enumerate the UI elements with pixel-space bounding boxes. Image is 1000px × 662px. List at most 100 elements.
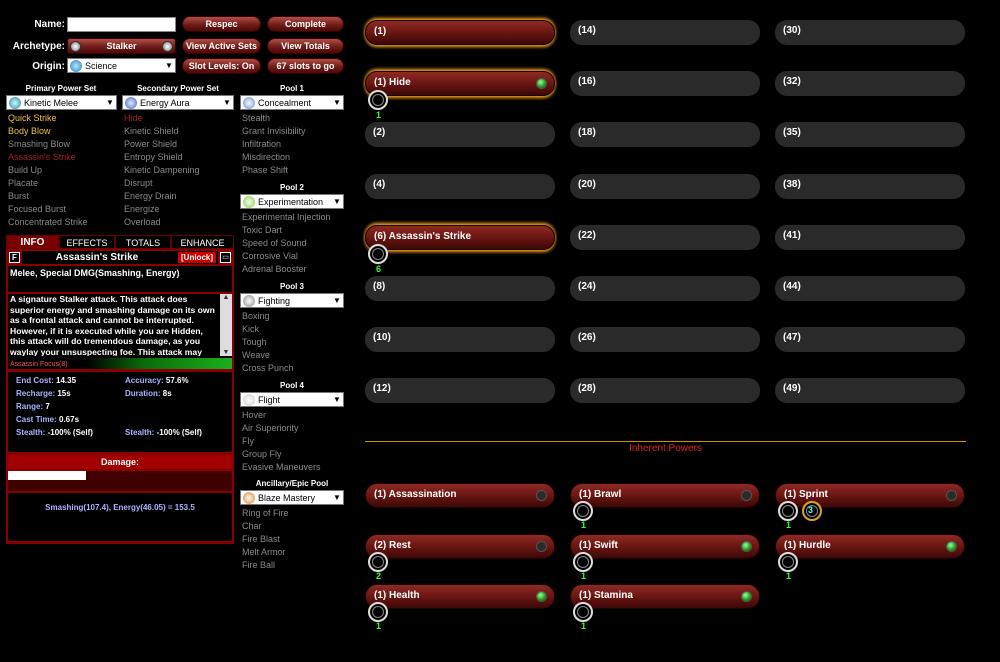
- pool-power-item[interactable]: Melt Armor: [242, 547, 286, 557]
- primary-set-select[interactable]: Kinetic Melee ▼: [6, 95, 117, 110]
- pool-power-item[interactable]: Tough: [242, 337, 267, 347]
- tab-info[interactable]: INFO: [6, 235, 59, 249]
- enhancement-slot-icon[interactable]: [368, 243, 388, 264]
- power-slot[interactable]: (41): [775, 224, 965, 250]
- power-slot[interactable]: (1) Hide: [365, 71, 555, 97]
- power-slot[interactable]: (30): [775, 20, 965, 45]
- power-slot[interactable]: (44): [775, 276, 965, 301]
- secondary-power-item[interactable]: Overload: [124, 217, 161, 227]
- inherent-power-slot[interactable]: (1) Hurdle: [775, 533, 965, 559]
- enhancement-slot-icon[interactable]: [573, 501, 593, 521]
- pool-power-item[interactable]: Speed of Sound: [242, 238, 307, 248]
- pool-power-item[interactable]: Misdirection: [242, 152, 291, 162]
- primary-power-item[interactable]: Concentrated Strike: [8, 217, 88, 227]
- pool-power-item[interactable]: Experimental Injection: [242, 212, 331, 222]
- slot-levels-button[interactable]: Slot Levels: On: [182, 58, 261, 74]
- name-input[interactable]: [67, 17, 176, 32]
- secondary-power-item[interactable]: Hide: [124, 113, 143, 123]
- pool-select[interactable]: Experimentation▼: [240, 194, 344, 209]
- scroll-down-icon[interactable]: ▼: [222, 349, 230, 356]
- power-slot[interactable]: (2): [365, 122, 555, 148]
- primary-power-item[interactable]: Body Blow: [8, 126, 51, 136]
- pool-power-item[interactable]: Corrosive Vial: [242, 251, 298, 261]
- enhancement-slot-icon[interactable]: [573, 602, 593, 622]
- inherent-power-slot[interactable]: (1) Brawl: [570, 483, 760, 508]
- power-slot[interactable]: (32): [775, 71, 965, 97]
- archetype-select[interactable]: Stalker: [67, 38, 176, 54]
- unlock-button[interactable]: [Unlock]: [178, 252, 216, 263]
- pool-power-item[interactable]: Hover: [242, 410, 267, 420]
- power-slot[interactable]: (10): [365, 327, 555, 353]
- enhancement-slot-icon[interactable]: [368, 90, 388, 111]
- power-slot[interactable]: (20): [570, 173, 760, 199]
- inherent-power-slot[interactable]: (1) Stamina: [570, 584, 760, 609]
- pool-power-item[interactable]: Air Superiority: [242, 423, 299, 433]
- pool-power-item[interactable]: Grant Invisibility: [242, 126, 306, 136]
- power-slot[interactable]: (28): [570, 378, 760, 404]
- pool-power-item[interactable]: Fly: [242, 436, 254, 446]
- power-slot[interactable]: (26): [570, 327, 760, 353]
- slots-to-go-button[interactable]: 67 slots to go: [267, 58, 344, 74]
- primary-power-item[interactable]: Placate: [8, 178, 39, 188]
- secondary-set-select[interactable]: Energy Aura ▼: [122, 95, 234, 110]
- power-slot[interactable]: (35): [775, 122, 965, 148]
- power-slot[interactable]: (16): [570, 71, 760, 97]
- pool-select[interactable]: Fighting▼: [240, 293, 344, 308]
- power-slot[interactable]: (49): [775, 378, 965, 404]
- inherent-power-slot[interactable]: (1) Assassination: [365, 483, 555, 508]
- pool-power-item[interactable]: Ring of Fire: [242, 508, 289, 518]
- complete-button[interactable]: Complete: [267, 16, 344, 32]
- tab-enhance[interactable]: ENHANCE: [171, 235, 234, 249]
- pool-power-item[interactable]: Group Fly: [242, 449, 282, 459]
- power-slot[interactable]: (24): [570, 276, 760, 301]
- pool-power-item[interactable]: Adrenal Booster: [242, 264, 307, 274]
- power-slot[interactable]: (38): [775, 173, 965, 199]
- pool-select[interactable]: Blaze Mastery▼: [240, 490, 344, 505]
- pool-power-item[interactable]: Cross Punch: [242, 363, 294, 373]
- power-slot[interactable]: (18): [570, 122, 760, 148]
- description-scrollbar[interactable]: ▲ ▼: [220, 294, 232, 356]
- primary-power-item[interactable]: Quick Strike: [8, 113, 57, 123]
- secondary-power-item[interactable]: Energize: [124, 204, 160, 214]
- pool-power-item[interactable]: Stealth: [242, 113, 271, 123]
- view-totals-button[interactable]: View Totals: [267, 38, 344, 54]
- pool-power-item[interactable]: Infiltration: [242, 139, 282, 149]
- float-button[interactable]: F: [9, 252, 20, 263]
- power-slot[interactable]: (47): [775, 327, 965, 353]
- primary-power-item[interactable]: Build Up: [8, 165, 43, 175]
- primary-power-item[interactable]: Focused Burst: [8, 204, 67, 214]
- enhancement-slot-icon[interactable]: [368, 602, 388, 622]
- pool-power-item[interactable]: Boxing: [242, 311, 270, 321]
- window-icon[interactable]: ▭: [220, 252, 231, 263]
- pool-power-item[interactable]: Fire Blast: [242, 534, 281, 544]
- pool-power-item[interactable]: Toxic Dart: [242, 225, 283, 235]
- pool-power-item[interactable]: Char: [242, 521, 262, 531]
- power-slot[interactable]: (6) Assassin's Strike: [365, 224, 555, 250]
- enhancement-slot-icon[interactable]: [778, 551, 798, 572]
- tab-totals[interactable]: TOTALS: [115, 235, 171, 249]
- secondary-power-item[interactable]: Energy Drain: [124, 191, 177, 201]
- power-slot[interactable]: (1): [365, 20, 555, 45]
- view-active-sets-button[interactable]: View Active Sets: [182, 38, 261, 54]
- secondary-power-item[interactable]: Power Shield: [124, 139, 178, 149]
- scroll-up-icon[interactable]: ▲: [222, 294, 230, 301]
- inherent-power-slot[interactable]: (2) Rest: [365, 533, 555, 559]
- power-slot[interactable]: (4): [365, 173, 555, 199]
- enhancement-slot-icon[interactable]: [573, 551, 593, 572]
- pool-power-item[interactable]: Evasive Maneuvers: [242, 462, 321, 472]
- respec-button[interactable]: Respec: [182, 16, 261, 32]
- primary-power-item[interactable]: Smashing Blow: [8, 139, 71, 149]
- pool-power-item[interactable]: Phase Shift: [242, 165, 289, 175]
- secondary-power-item[interactable]: Kinetic Shield: [124, 126, 179, 136]
- pool-power-item[interactable]: Weave: [242, 350, 270, 360]
- power-slot[interactable]: (12): [365, 378, 555, 404]
- enhancement-slot-icon[interactable]: [368, 551, 388, 572]
- inherent-power-slot[interactable]: (1) Health: [365, 584, 555, 609]
- power-slot[interactable]: (14): [570, 20, 760, 45]
- enhancement-slot-icon[interactable]: [778, 501, 798, 521]
- primary-power-item[interactable]: Burst: [8, 191, 30, 201]
- enhancement-slot-icon-extra[interactable]: [802, 501, 822, 521]
- origin-select[interactable]: Science ▼: [67, 58, 176, 73]
- power-slot[interactable]: (8): [365, 276, 555, 301]
- tab-effects[interactable]: EFFECTS: [59, 235, 115, 249]
